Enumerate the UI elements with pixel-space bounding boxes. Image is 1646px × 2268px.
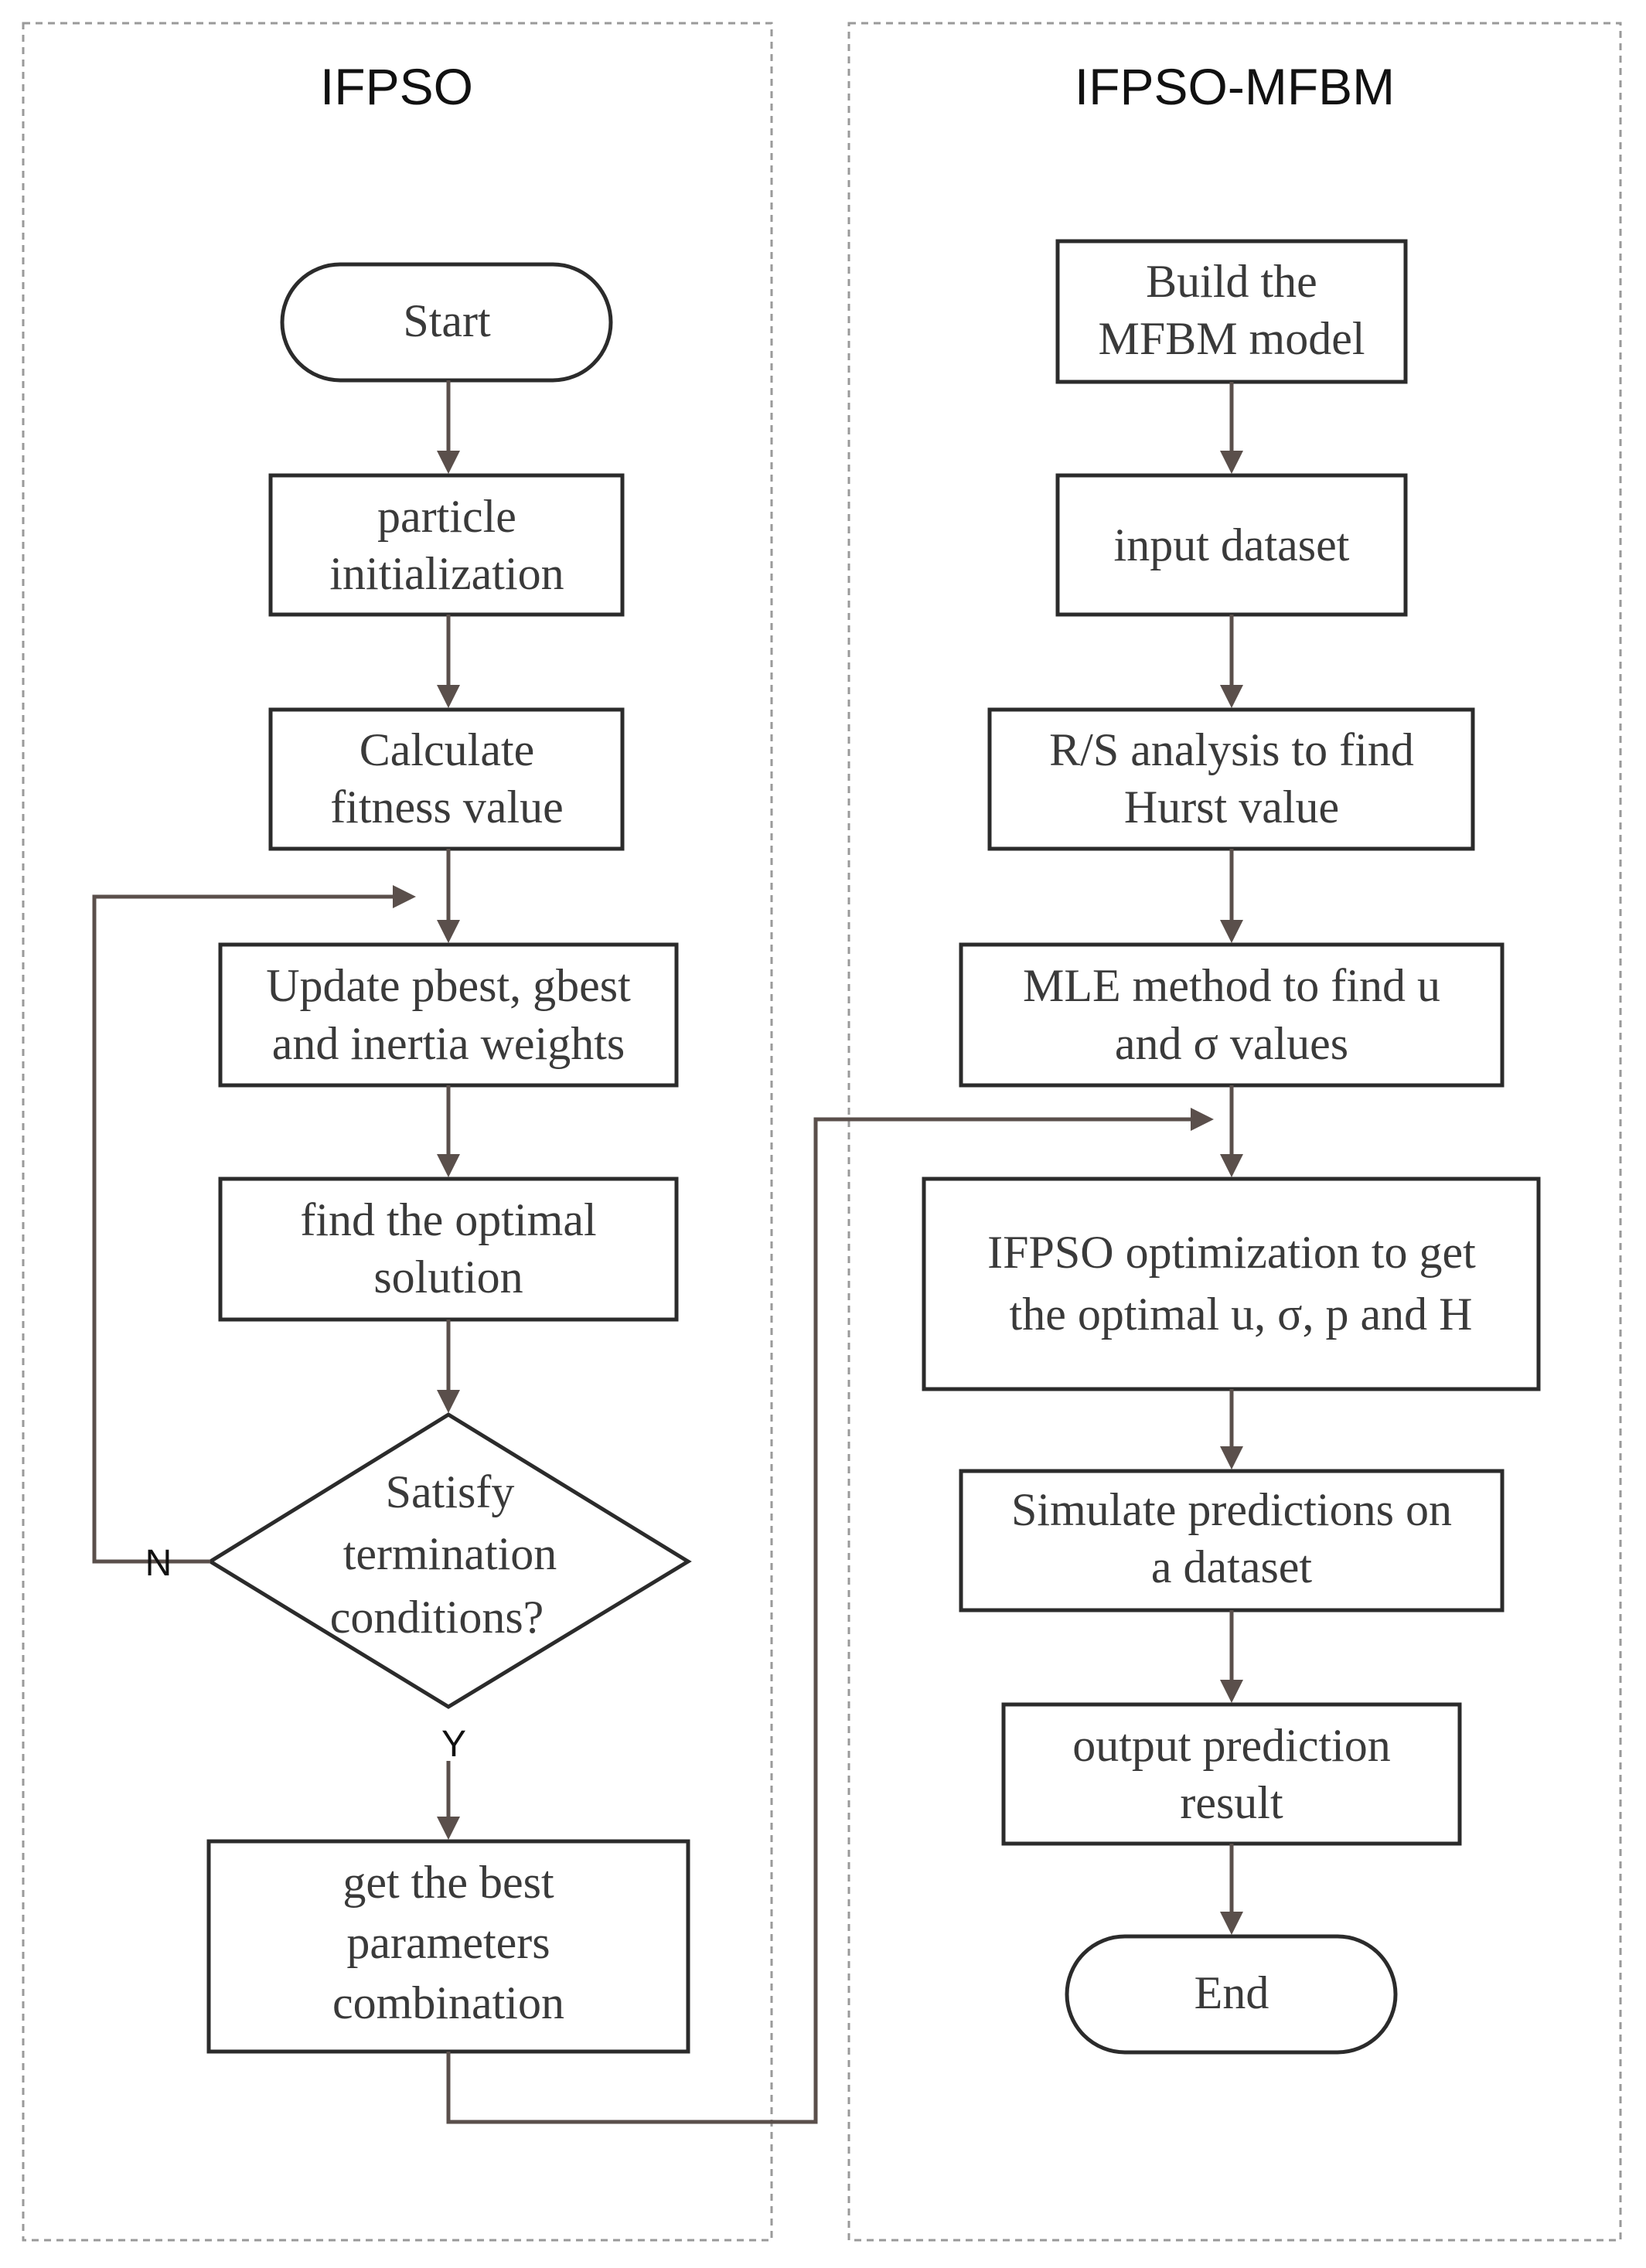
ifpso-mfbm-panel-title: IFPSO-MFBM [1075,58,1395,115]
particle-initialization-line-2: initialization [329,548,564,599]
rs-analysis-line-1: R/S analysis to find [1049,724,1414,775]
calculate-fitness-line-1: Calculate [360,724,535,775]
start-label: Start [403,295,491,346]
mle-method-line-2: and σ values [1115,1018,1348,1069]
yes-branch-label: Y [441,1724,466,1765]
build-mfbm-model-box [1055,239,1408,384]
termination-decision-line-3: conditions? [330,1592,544,1643]
no-branch-label: N [145,1543,172,1584]
input-dataset-label: input dataset [1114,519,1350,570]
output-prediction-line-1: output prediction [1072,1720,1391,1771]
calculate-fitness-line-2: fitness value [330,782,564,833]
ifpso-panel-title: IFPSO [320,58,473,115]
arrow-best-params-to-ifpso-optimization [446,1108,1214,2124]
build-mfbm-model-line-2: MFBM model [1098,313,1365,364]
termination-decision-line-2: termination [343,1528,557,1579]
get-best-parameters-line-3: combination [332,1977,564,2028]
ifpso-mfbm-panel [847,22,1622,2242]
simulate-predictions-line-2: a dataset [1151,1541,1313,1592]
arrow-decision-no-loop [92,885,416,1564]
ifpso-optimization-box [922,1177,1541,1391]
find-optimal-solution-line-1: find the optimal [300,1194,596,1245]
output-prediction-line-2: result [1180,1777,1283,1828]
get-best-parameters-line-2: parameters [346,1917,550,1968]
simulate-predictions-line-1: Simulate predictions on [1011,1484,1452,1535]
get-best-parameters-line-1: get the best [342,1857,554,1908]
calculate-fitness-box [268,707,625,851]
output-prediction-box [1001,1702,1462,1846]
mle-method-box [959,942,1505,1088]
update-pbest-gbest-line-2: and inertia weights [272,1018,625,1069]
mle-method-line-1: MLE method to find u [1023,960,1440,1011]
rs-analysis-line-2: Hurst value [1124,782,1339,833]
termination-decision-line-1: Satisfy [386,1466,515,1517]
update-pbest-gbest-line-1: Update pbest, gbest [266,960,631,1011]
simulate-predictions-box [959,1469,1505,1612]
particle-initialization-box [268,473,625,617]
particle-initialization-line-1: particle [377,491,516,542]
end-label: End [1194,1967,1269,2018]
find-optimal-solution-line-2: solution [373,1251,523,1303]
termination-decision-diamond [206,1412,692,1709]
ifpso-optimization-line-2: the optimal u, σ, p and H [1010,1289,1473,1340]
build-mfbm-model-line-1: Build the [1146,256,1317,307]
ifpso-panel [22,22,773,2242]
ifpso-optimization-line-1: IFPSO optimization to get [987,1227,1476,1278]
get-best-parameters-box [206,1839,690,2054]
end-terminal [1065,1934,1398,2055]
rs-analysis-box [987,707,1475,851]
